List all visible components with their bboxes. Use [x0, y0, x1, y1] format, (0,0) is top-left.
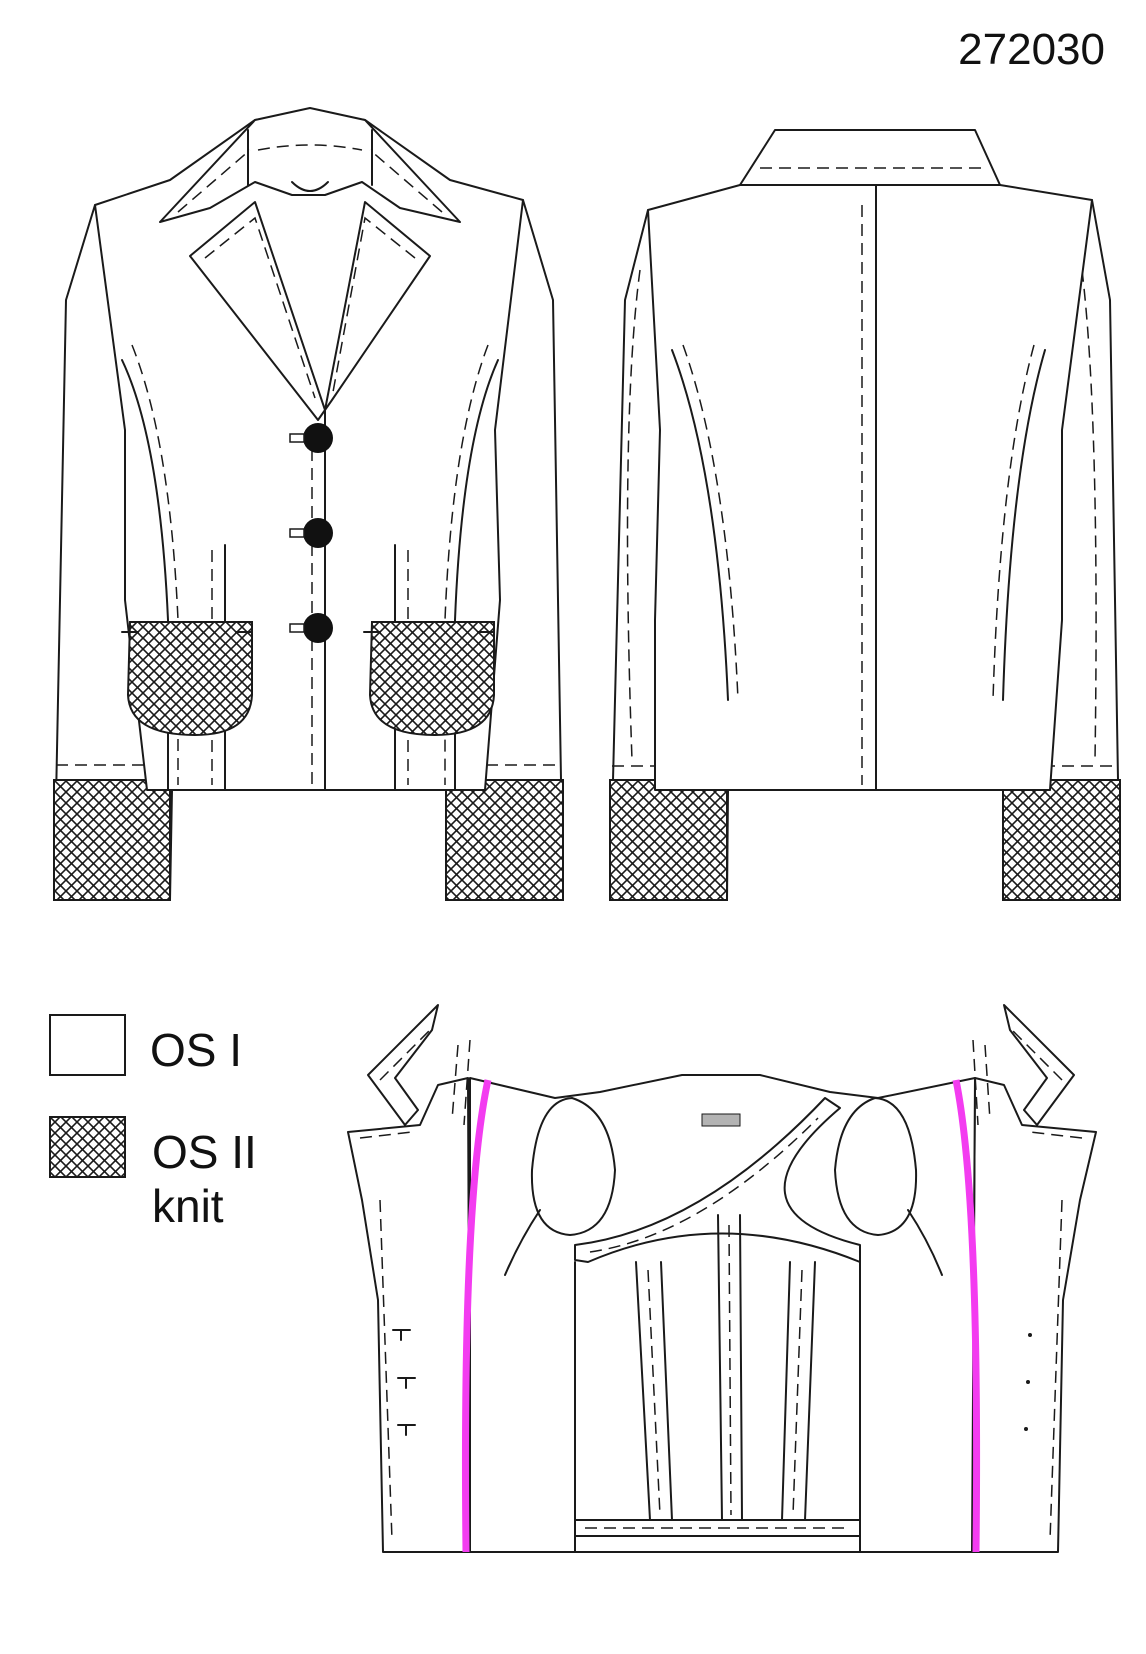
- legend-swatch-knit: [49, 1116, 126, 1178]
- button-1-icon: [303, 423, 333, 453]
- legend-label-os1: OS I: [150, 1024, 242, 1076]
- inside-left-lapel: [367, 1004, 439, 1126]
- back-collar: [739, 129, 1001, 186]
- back-left-cuff-knit: [609, 779, 728, 901]
- front-right-cuff-knit: [445, 779, 564, 901]
- inside-yoke-binding: [574, 1097, 861, 1263]
- legend-swatch-plain: [49, 1014, 126, 1076]
- inside-right-front: [971, 1077, 1097, 1553]
- back-body: [647, 184, 1093, 791]
- back-right-cuff-knit: [1002, 779, 1121, 901]
- article-number: 272030: [958, 25, 1105, 74]
- inside-right-lapel: [1003, 1004, 1075, 1126]
- legend-label-os2: OS II: [152, 1126, 257, 1178]
- front-right-patch-pocket: [368, 621, 495, 737]
- material-legend: OS I OS II knit: [49, 1014, 257, 1232]
- inside-hem-band: [574, 1519, 861, 1537]
- front-collar: [159, 107, 461, 223]
- inside-left-sleeve-head: [530, 1097, 616, 1236]
- legend-label-knit: knit: [152, 1180, 224, 1232]
- jacket-inside-view: [347, 1004, 1097, 1553]
- jacket-back-view: [609, 129, 1121, 901]
- button-3-icon: [303, 613, 333, 643]
- jacket-front-view: [53, 107, 564, 901]
- left-edge-binding: [461, 1079, 492, 1553]
- right-edge-binding: [952, 1079, 981, 1553]
- front-left-patch-pocket: [126, 621, 253, 737]
- button-2-icon: [303, 518, 333, 548]
- inside-right-sleeve-head: [834, 1097, 918, 1236]
- front-left-cuff-knit: [53, 779, 171, 901]
- inside-left-front: [347, 1077, 471, 1553]
- inside-label-tag: [701, 1113, 741, 1127]
- front-buttons: [289, 423, 333, 643]
